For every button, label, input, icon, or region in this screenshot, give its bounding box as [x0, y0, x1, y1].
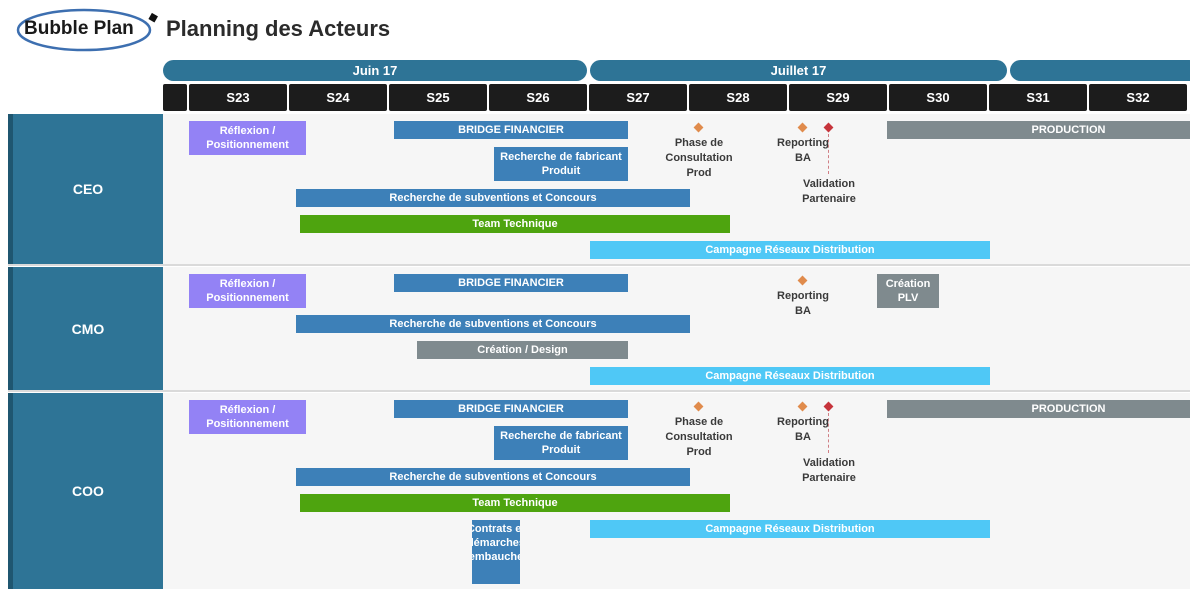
week-header-s27[interactable]: S27 [589, 84, 687, 111]
milestone-validation-partenaire: Validation Partenaire [802, 457, 856, 484]
task-bar-campagne-reseaux[interactable]: Campagne Réseaux Distribution [590, 520, 990, 538]
row-label-cmo[interactable]: CMO [8, 267, 163, 390]
task-bar-contrats-embauche[interactable]: Contrats et démarches embauche [472, 520, 520, 584]
task-bar-recherche-fabricant[interactable]: Recherche de fabricant Produit [494, 426, 628, 460]
page-title: Planning des Acteurs [166, 16, 391, 41]
task-bar-production[interactable]: PRODUCTION [887, 121, 1190, 139]
week-header-s22[interactable] [163, 84, 187, 111]
month-header-next[interactable] [1010, 60, 1190, 81]
month-header-juillet[interactable]: Juillet 17 [590, 60, 1007, 81]
task-bar-campagne-reseaux[interactable]: Campagne Réseaux Distribution [590, 241, 990, 259]
task-bar-bridge-financier[interactable]: BRIDGE FINANCIER [394, 121, 628, 139]
task-bar-reflexion[interactable]: Réflexion / Positionnement [189, 400, 306, 434]
week-header-s23[interactable]: S23 [189, 84, 287, 111]
milestone-reporting-ba: Reporting BA [777, 290, 829, 317]
logo-text: Bubble Plan [24, 18, 134, 39]
task-bar-production[interactable]: PRODUCTION [887, 400, 1190, 418]
task-bar-recherche-subventions[interactable]: Recherche de subventions et Concours [296, 189, 690, 207]
task-bar-recherche-subventions[interactable]: Recherche de subventions et Concours [296, 468, 690, 486]
milestone-reporting-ba: Reporting BA [777, 137, 829, 164]
task-bar-creation-design[interactable]: Création / Design [417, 341, 628, 359]
task-bar-team-technique[interactable]: Team Technique [300, 494, 730, 512]
week-header-s31[interactable]: S31 [989, 84, 1087, 111]
task-bar-recherche-subventions[interactable]: Recherche de subventions et Concours [296, 315, 690, 333]
week-header-s30[interactable]: S30 [889, 84, 987, 111]
task-bar-reflexion[interactable]: Réflexion / Positionnement [189, 121, 306, 155]
task-bar-team-technique[interactable]: Team Technique [300, 215, 730, 233]
milestone-phase-consultation: Phase de Consultation Prod [665, 416, 733, 458]
milestone-dashed-line [828, 134, 829, 174]
milestone-reporting-ba: Reporting BA [777, 416, 829, 443]
milestone-dashed-line [828, 413, 829, 453]
milestone-validation-partenaire: Validation Partenaire [802, 178, 856, 205]
row-label-coo[interactable]: COO [8, 393, 163, 589]
row-label-ceo[interactable]: CEO [8, 114, 163, 264]
task-bar-reflexion[interactable]: Réflexion / Positionnement [189, 274, 306, 308]
task-bar-creation-plv[interactable]: Création PLV [877, 274, 939, 308]
week-header-s26[interactable]: S26 [489, 84, 587, 111]
logo-ellipse-icon [16, 8, 158, 52]
row-coo-background [163, 393, 1190, 589]
week-header-s24[interactable]: S24 [289, 84, 387, 111]
logo: Bubble Plan [14, 8, 158, 52]
task-bar-bridge-financier[interactable]: BRIDGE FINANCIER [394, 400, 628, 418]
week-header-s29[interactable]: S29 [789, 84, 887, 111]
week-header-s25[interactable]: S25 [389, 84, 487, 111]
task-bar-campagne-reseaux[interactable]: Campagne Réseaux Distribution [590, 367, 990, 385]
task-bar-recherche-fabricant[interactable]: Recherche de fabricant Produit [494, 147, 628, 181]
week-header-s28[interactable]: S28 [689, 84, 787, 111]
task-bar-bridge-financier[interactable]: BRIDGE FINANCIER [394, 274, 628, 292]
week-header-s32[interactable]: S32 [1089, 84, 1187, 111]
row-divider [8, 264, 1190, 266]
row-divider [8, 390, 1190, 392]
month-header-juin[interactable]: Juin 17 [163, 60, 587, 81]
milestone-phase-consultation: Phase de Consultation Prod [665, 137, 733, 179]
